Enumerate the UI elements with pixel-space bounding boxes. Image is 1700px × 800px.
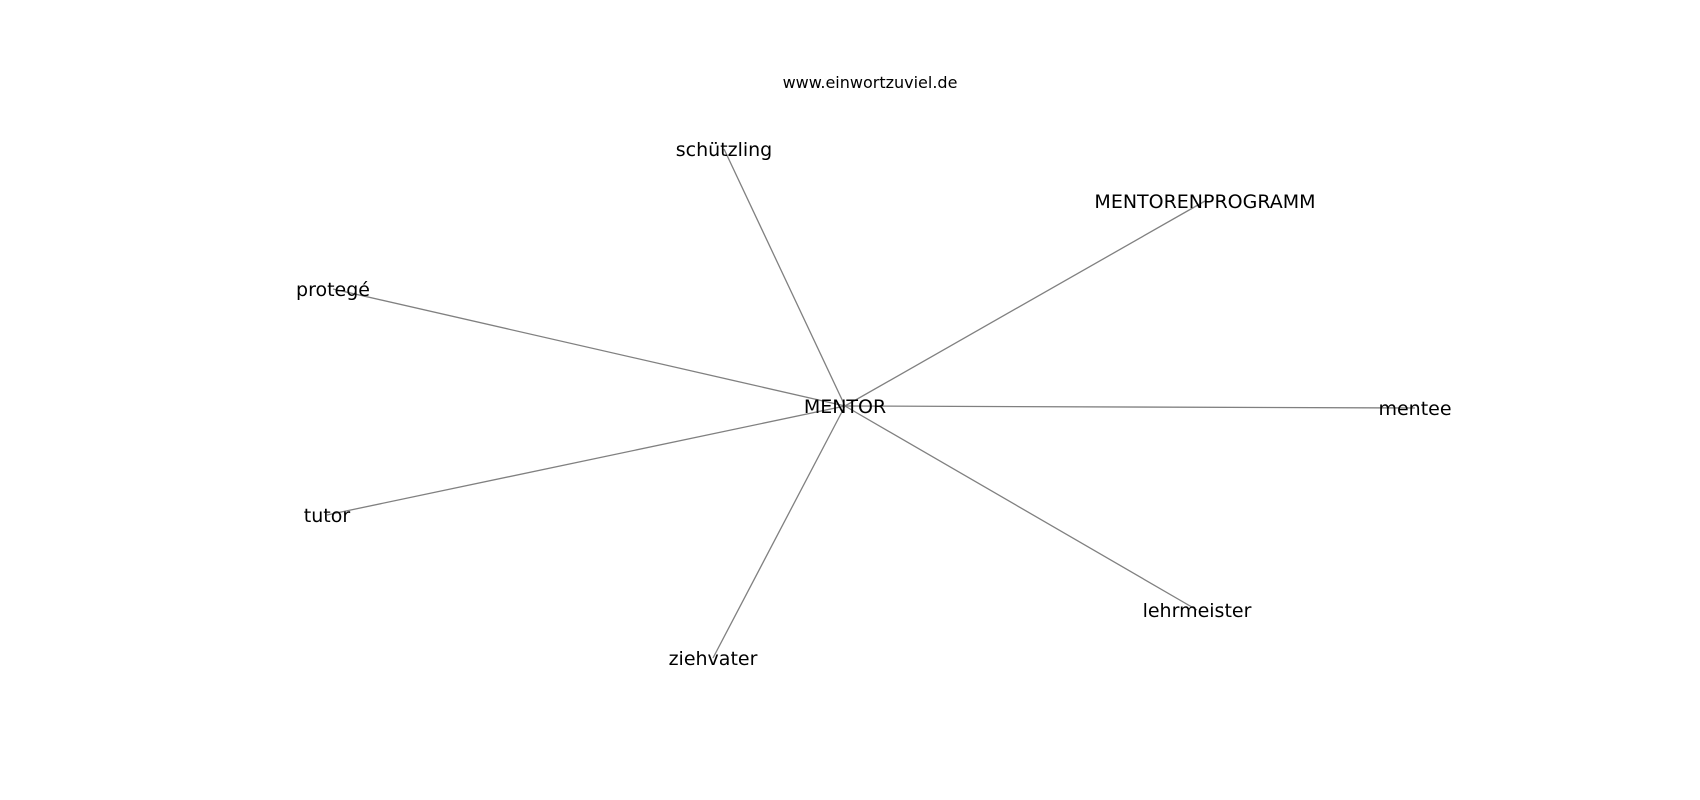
edge-mentor-mentorenprogramm — [844, 200, 1206, 407]
edges-layer — [326, 148, 1416, 659]
node-mentor: MENTOR — [804, 396, 886, 418]
edge-mentor-tutor — [326, 405, 846, 516]
node-ziehvater: ziehvater — [669, 648, 758, 670]
node-protege: protegé — [296, 279, 370, 301]
node-mentee: mentee — [1378, 398, 1451, 420]
edge-mentor-mentee — [844, 405, 1416, 409]
edge-mentor-schuetzling — [723, 148, 846, 407]
edge-mentor-lehrmeister — [844, 405, 1198, 611]
edge-mentor-ziehvater — [712, 405, 846, 659]
node-schuetzling: schützling — [676, 139, 773, 161]
node-mentorenprogramm: MENTORENPROGRAMM — [1094, 191, 1315, 213]
node-lehrmeister: lehrmeister — [1143, 600, 1252, 622]
node-tutor: tutor — [304, 505, 351, 527]
edge-mentor-protege — [332, 288, 846, 407]
nodes-layer: MENTOR schützling MENTORENPROGRAMM prote… — [296, 139, 1452, 670]
watermark-text: www.einwortzuviel.de — [783, 73, 958, 92]
